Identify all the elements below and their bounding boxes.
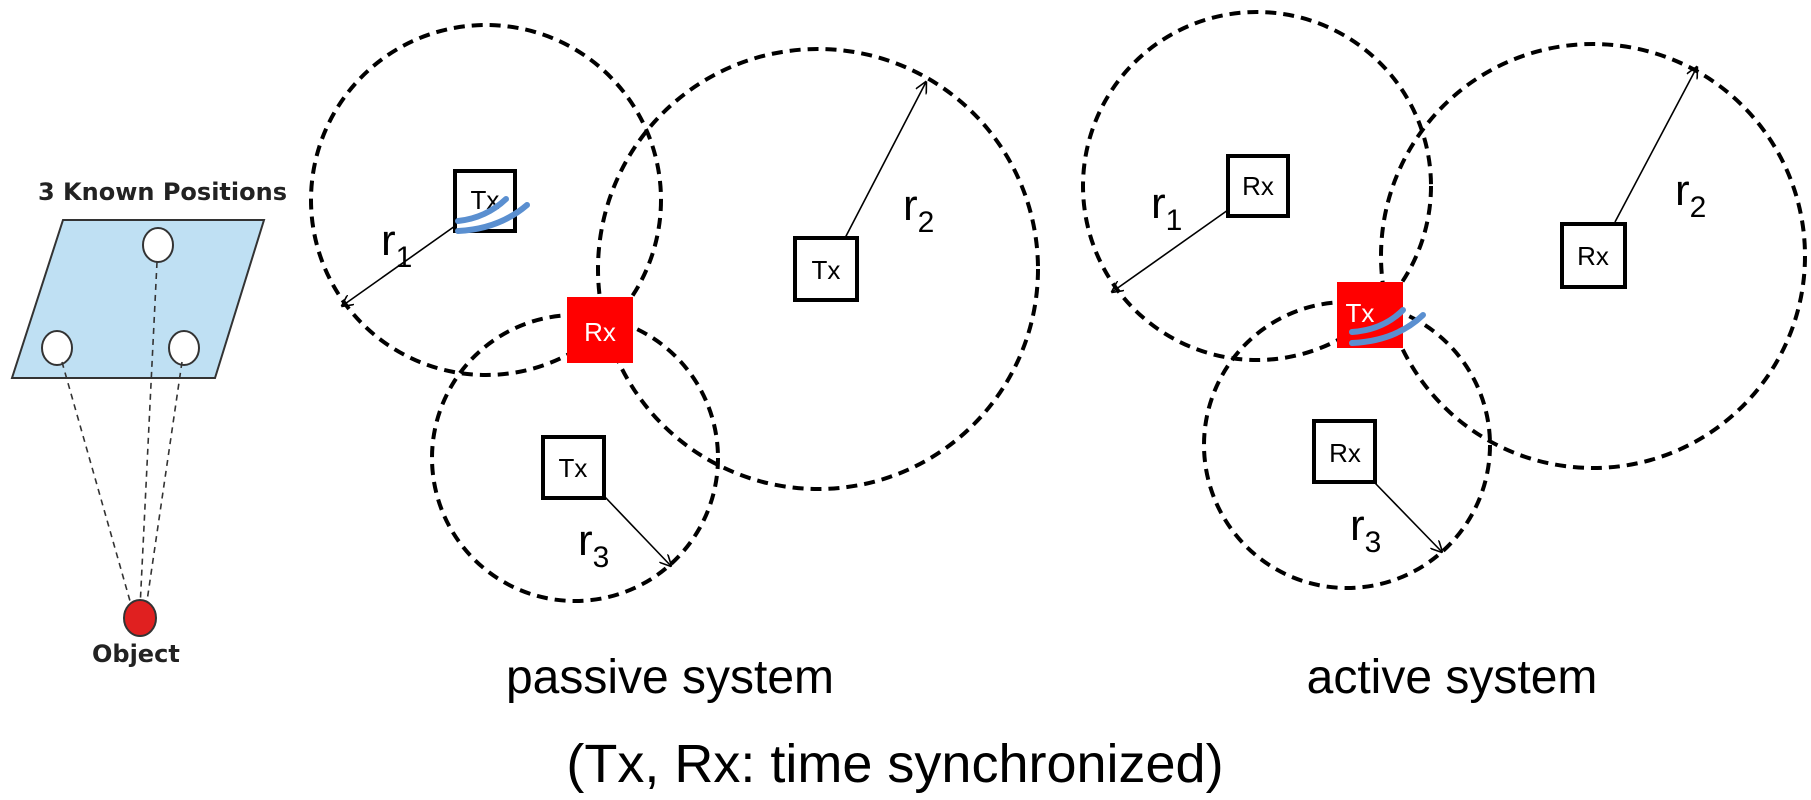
receiver-label: Rx	[1329, 438, 1361, 468]
transmitter-label: Tx	[559, 453, 588, 483]
transmitter-node-1: Tx	[453, 169, 530, 234]
inset-title: 3 Known Positions	[38, 178, 287, 206]
transmitter-label: Tx	[812, 255, 841, 285]
radius-label-2: r2	[1675, 166, 1706, 224]
range-circle-1	[1081, 10, 1433, 362]
active-system: r1 r2 r3 Rx Rx Rx Tx	[1081, 10, 1807, 704]
transmitter-node-3: Tx	[541, 435, 606, 500]
sight-line	[61, 361, 133, 609]
radius-label-3: r3	[578, 516, 609, 574]
footer-caption: (Tx, Rx: time synchronized)	[566, 734, 1223, 794]
radius-line-1	[342, 225, 456, 306]
range-circle-2	[596, 47, 1040, 491]
radius-line-2	[843, 82, 926, 241]
passive-caption: passive system	[506, 651, 834, 704]
receiver-label: Rx	[1577, 241, 1609, 271]
active-caption: active system	[1307, 651, 1598, 704]
receiver-node-3: Rx	[1312, 419, 1377, 484]
range-circle-1	[309, 23, 663, 377]
transmitter-label: Tx	[1346, 298, 1375, 328]
known-position-marker	[142, 227, 174, 263]
known-positions-plane	[10, 219, 266, 379]
receiver-label: Rx	[1242, 171, 1274, 201]
known-positions-inset: 3 Known Positions Object	[10, 178, 287, 668]
transmitter-node-2: Tx	[793, 236, 859, 302]
known-position-marker	[41, 330, 73, 366]
object-label: Object	[92, 640, 180, 668]
signal-wave-icon	[1349, 307, 1426, 346]
radius-label-2: r2	[903, 181, 934, 239]
sight-line	[145, 361, 183, 609]
receiver-node-highlight: Rx	[567, 297, 633, 363]
known-position-marker	[168, 330, 200, 366]
range-circle-2	[1379, 42, 1807, 470]
receiver-label: Rx	[584, 317, 616, 347]
receiver-node-2: Rx	[1560, 222, 1627, 289]
radius-line-2	[1614, 67, 1697, 223]
radius-line-1	[1112, 209, 1229, 292]
passive-system: r1 r2 r3 Tx Tx Tx Rx	[309, 23, 1040, 704]
radius-label-1: r1	[1151, 179, 1182, 237]
radius-line-3	[1374, 482, 1442, 552]
transmitter-node-highlight: Tx	[1337, 282, 1426, 348]
radius-line-3	[604, 496, 671, 566]
sight-line	[139, 261, 158, 609]
radius-label-3: r3	[1350, 501, 1381, 559]
receiver-node-1: Rx	[1226, 154, 1290, 218]
signal-wave-icon	[455, 196, 530, 234]
object-marker	[123, 599, 157, 637]
radius-label-1: r1	[381, 216, 412, 274]
